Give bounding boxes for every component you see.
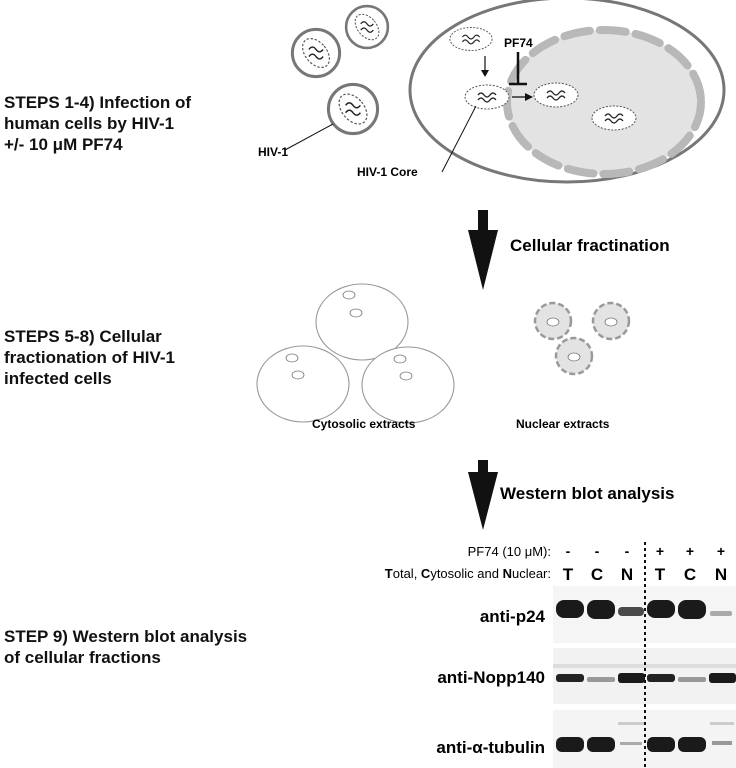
fraction-row-mid1: otal,	[393, 566, 421, 581]
blot-band	[587, 600, 615, 619]
hiv1-label: HIV-1	[258, 145, 288, 159]
blot-band	[620, 742, 642, 745]
step-1-line-1: STEPS 1-4) Infection of	[4, 93, 192, 112]
blot-band	[647, 737, 675, 752]
lane-label: T	[563, 565, 574, 584]
virion-group	[290, 4, 390, 136]
capsid-core	[449, 26, 493, 52]
fractionation-arrow	[468, 210, 498, 290]
fraction-row-c: C	[421, 566, 431, 581]
nuclear-core	[546, 317, 560, 327]
fraction-row-mid2: ytosolic and	[430, 566, 502, 581]
blot-band	[647, 600, 675, 618]
fraction-row-label: Total, Cytosolic and Nuclear:	[385, 566, 551, 581]
nuclear-core	[604, 317, 618, 327]
hiv1-pointer-line	[284, 123, 334, 151]
capsid-core	[464, 84, 510, 110]
cytosol-cores	[285, 290, 413, 381]
blot-band	[712, 741, 732, 745]
step-1-line-3: +/- 10 μM PF74	[4, 135, 123, 154]
pf74-mark: +	[656, 543, 664, 559]
fraction-row-end: uclear:	[512, 566, 551, 581]
pf74-mark: -	[625, 543, 630, 559]
blot-band	[647, 674, 675, 682]
blot-band	[587, 677, 615, 682]
lane-label: C	[684, 565, 696, 584]
lane-label: N	[621, 565, 633, 584]
antibody-label: anti-α-tubulin	[436, 738, 545, 757]
cytosol-core	[285, 353, 299, 363]
nuclear-envelope	[503, 26, 705, 178]
cytosol-core	[349, 308, 363, 318]
blot-band	[556, 737, 584, 752]
lane-label: N	[715, 565, 727, 584]
blot-band	[678, 677, 706, 682]
step-1-line-2: human cells by HIV-1	[4, 114, 175, 133]
pf74-mark: +	[717, 543, 725, 559]
cytosol-core	[291, 370, 305, 380]
nuclear-cores	[546, 317, 618, 362]
pf74-mark: +	[686, 543, 694, 559]
blot-band	[710, 611, 732, 616]
pf74-row-label: PF74 (10 μM):	[468, 544, 551, 559]
cytosol-cell	[315, 283, 409, 361]
nuclear-extracts	[533, 301, 631, 376]
virion-particle	[344, 4, 390, 50]
cytosol-cell	[361, 346, 455, 424]
cytosol-core	[399, 371, 413, 381]
blot-band	[709, 673, 736, 683]
blot-nonspecific-band	[553, 664, 736, 668]
pf74-marks: - - - + + +	[566, 543, 725, 559]
nuclear-core	[567, 352, 581, 362]
blot-band	[556, 674, 584, 682]
blot-band	[556, 600, 584, 618]
nuclear-extracts-label: Nuclear extracts	[516, 417, 610, 431]
cytosolic-extracts-label: Cytosolic extracts	[312, 417, 416, 431]
cytosol-core	[342, 290, 356, 300]
fraction-row-n: N	[503, 566, 512, 581]
western-blot-label: Western blot analysis	[500, 484, 674, 503]
virion-particle	[326, 82, 380, 136]
antibody-labels: anti-p24 anti-Nopp140 anti-α-tubulin	[436, 607, 545, 757]
cytosolic-cells	[256, 283, 455, 424]
capsid-core	[591, 105, 637, 131]
pf74-label: PF74	[504, 36, 533, 50]
virion-particle	[290, 27, 342, 79]
core-pointer-line	[441, 105, 477, 173]
step-2-line-3: infected cells	[4, 369, 112, 388]
blot-band	[678, 737, 706, 752]
entry-arrow-head	[481, 70, 489, 77]
step-9-label: STEP 9) Western blot analysis of cellula…	[4, 626, 247, 668]
blot-band	[618, 607, 644, 616]
fractionation-label: Cellular fractination	[510, 236, 670, 255]
step-3-line-2: of cellular fractions	[4, 648, 161, 667]
step-2-line-1: STEPS 5-8) Cellular	[4, 327, 162, 346]
lane-label: C	[591, 565, 603, 584]
blot-nonspecific-band	[710, 722, 734, 725]
pf74-mark: -	[566, 543, 571, 559]
fraction-row-t: T	[385, 566, 393, 581]
step-3-line-1: STEP 9) Western blot analysis	[4, 627, 248, 646]
cytosol-cell	[256, 345, 350, 423]
step-1-4-label: STEPS 1-4) Infection of human cells by H…	[4, 92, 191, 155]
antibody-label: anti-p24	[480, 607, 546, 626]
antibody-label: anti-Nopp140	[437, 668, 545, 687]
pf74-mark: -	[595, 543, 600, 559]
blot-band	[678, 600, 706, 619]
core-label: HIV-1 Core	[357, 165, 418, 179]
blot-band	[618, 673, 645, 683]
nucleus	[507, 30, 701, 174]
cytosol-core	[393, 354, 407, 364]
step-2-line-2: fractionation of HIV-1	[4, 348, 175, 367]
western-blot-arrow	[468, 460, 498, 530]
capsid-core	[533, 82, 579, 108]
import-arrow-head	[525, 93, 533, 101]
blot-band	[587, 737, 615, 752]
lane-label: T	[655, 565, 666, 584]
blot-nonspecific-band	[618, 722, 644, 725]
step-5-8-label: STEPS 5-8) Cellular fractionation of HIV…	[4, 326, 175, 389]
